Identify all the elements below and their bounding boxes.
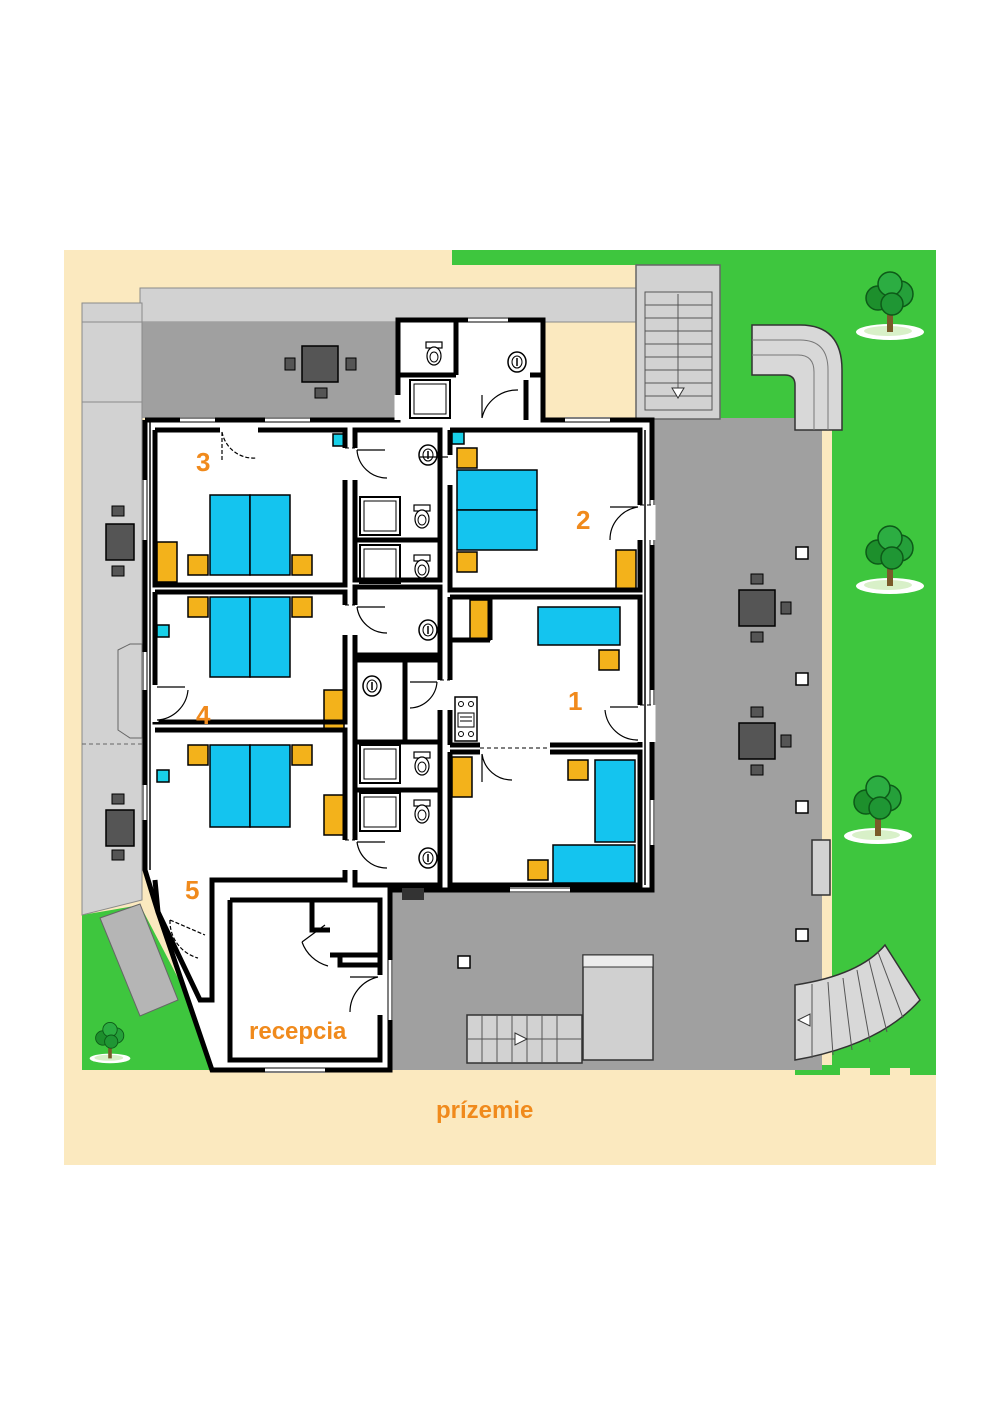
room-2-label: 2 [576, 505, 591, 535]
room-4-label: 4 [196, 700, 211, 730]
room-5-label: 5 [185, 875, 200, 905]
table-with-chairs-icon [738, 706, 792, 776]
shower-icon [359, 544, 401, 584]
stove-icon [454, 696, 478, 742]
washbasin-icon [507, 351, 527, 373]
door-swing-icon [156, 389, 639, 1013]
toilet-icon [413, 504, 431, 529]
shower-icon [409, 379, 451, 419]
room-1-label: 1 [568, 686, 583, 716]
washbasin-icon [418, 847, 438, 869]
table-with-chairs-icon [105, 793, 135, 861]
washbasin-icon [418, 619, 438, 641]
toilet-icon [413, 751, 431, 776]
shower-icon [359, 792, 401, 832]
toilet-icon [413, 554, 431, 579]
table-with-chairs-icon [284, 345, 357, 399]
washbasin-icon [418, 444, 438, 466]
floor-title: prízemie [436, 1097, 534, 1124]
shower-icon [359, 496, 401, 536]
table-with-chairs-icon [738, 573, 792, 643]
shower-icon [359, 744, 401, 784]
washbasin-icon [362, 675, 382, 697]
room-3-label: 3 [196, 447, 211, 477]
table-with-chairs-icon [105, 505, 135, 577]
toilet-icon [425, 341, 443, 366]
toilet-icon [413, 799, 431, 824]
reception-label: recepcia [249, 1018, 347, 1045]
